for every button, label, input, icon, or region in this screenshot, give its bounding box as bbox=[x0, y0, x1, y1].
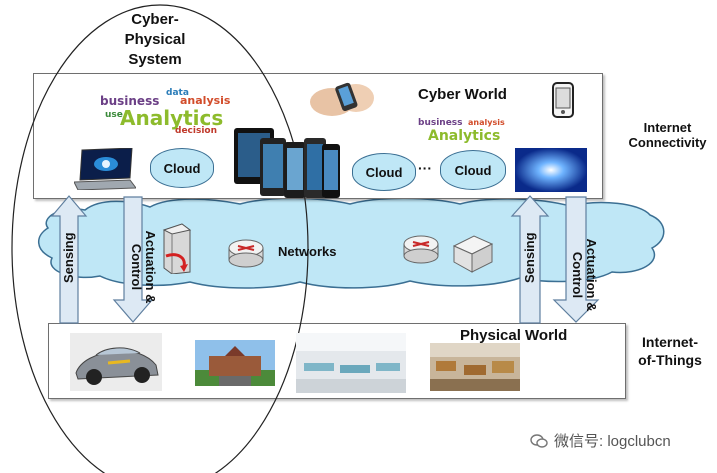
watermark: 微信号: logclubcn bbox=[530, 430, 671, 451]
internet-of-things-label: Internet- of-Things bbox=[638, 334, 702, 368]
car-image bbox=[70, 333, 162, 391]
cloud-left: Cloud bbox=[150, 148, 214, 188]
mobile-phone-icon bbox=[552, 82, 574, 118]
cyber-world-label: Cyber World bbox=[418, 86, 507, 103]
actuation-left-label: Actuation & Control bbox=[129, 230, 158, 304]
analytics-wordcloud-small: business analysis Analytics bbox=[418, 118, 505, 144]
cps-title: Cyber- Physical System bbox=[124, 11, 186, 68]
internet-connectivity-label: Internet Connectivity bbox=[628, 120, 707, 150]
building-image bbox=[195, 340, 275, 386]
analytics-wordcloud: business analysis data use Analytics dec… bbox=[100, 88, 231, 136]
factory-image bbox=[430, 343, 520, 391]
sensing-left-label: Sensing bbox=[61, 232, 76, 283]
actuation-right-label: Actuation & Control bbox=[570, 238, 599, 312]
wechat-icon bbox=[530, 433, 548, 449]
router-icon bbox=[228, 238, 264, 268]
hospital-room-image bbox=[296, 333, 406, 393]
sensing-right-label: Sensing bbox=[522, 232, 537, 283]
cloud-middle: Cloud bbox=[352, 153, 416, 191]
gateway-box-icon bbox=[452, 234, 494, 274]
hands-phone-image bbox=[308, 76, 376, 122]
laptop-eye-image bbox=[74, 148, 136, 190]
cloud-ellipsis: ··· bbox=[418, 160, 432, 176]
physical-world-label: Physical World bbox=[460, 327, 568, 344]
cloud-right: Cloud bbox=[440, 150, 506, 190]
digital-tunnel-image bbox=[515, 148, 587, 192]
router-icon-2 bbox=[403, 234, 439, 264]
server-icon bbox=[160, 222, 194, 275]
networks-label: Networks bbox=[278, 244, 337, 259]
smartphones-image bbox=[230, 128, 342, 202]
watermark-text: 微信号: logclubcn bbox=[554, 433, 671, 450]
